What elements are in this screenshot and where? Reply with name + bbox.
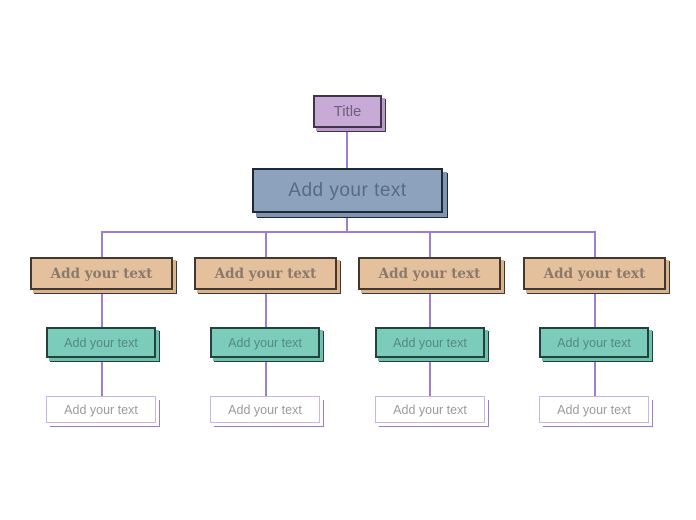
connector-col1-l1-l2	[101, 290, 103, 327]
node-title[interactable]: Title	[313, 95, 382, 128]
connector-col2-l2-l3	[265, 358, 267, 396]
connector-col3-l2-l3	[429, 358, 431, 396]
connector-col4-l2-l3	[594, 358, 596, 396]
node-root[interactable]: Add your text	[252, 168, 443, 213]
node-col3-level2[interactable]: Add your text	[375, 327, 485, 358]
connector-bus-col2	[265, 231, 267, 257]
connector-bus-col4	[594, 231, 596, 257]
node-col4-level3[interactable]: Add your text	[539, 396, 649, 423]
node-col2-level1[interactable]: Add your text	[194, 257, 337, 290]
connector-col1-l2-l3	[101, 358, 103, 396]
node-col1-level3[interactable]: Add your text	[46, 396, 156, 423]
node-col3-level3[interactable]: Add your text	[375, 396, 485, 423]
node-col3-level1[interactable]: Add your text	[358, 257, 501, 290]
node-col2-level2[interactable]: Add your text	[210, 327, 320, 358]
connector-col3-l1-l2	[429, 290, 431, 327]
connector-title-root	[346, 128, 348, 168]
node-col1-level1[interactable]: Add your text	[30, 257, 173, 290]
connector-bus-col3	[429, 231, 431, 257]
connector-col2-l1-l2	[265, 290, 267, 327]
connector-bus	[101, 231, 595, 233]
node-col2-level3[interactable]: Add your text	[210, 396, 320, 423]
node-col4-level1[interactable]: Add your text	[523, 257, 666, 290]
node-col4-level2[interactable]: Add your text	[539, 327, 649, 358]
node-col1-level2[interactable]: Add your text	[46, 327, 156, 358]
connector-bus-col1	[101, 231, 103, 257]
connector-col4-l1-l2	[594, 290, 596, 327]
connector-root-bus	[346, 212, 348, 231]
